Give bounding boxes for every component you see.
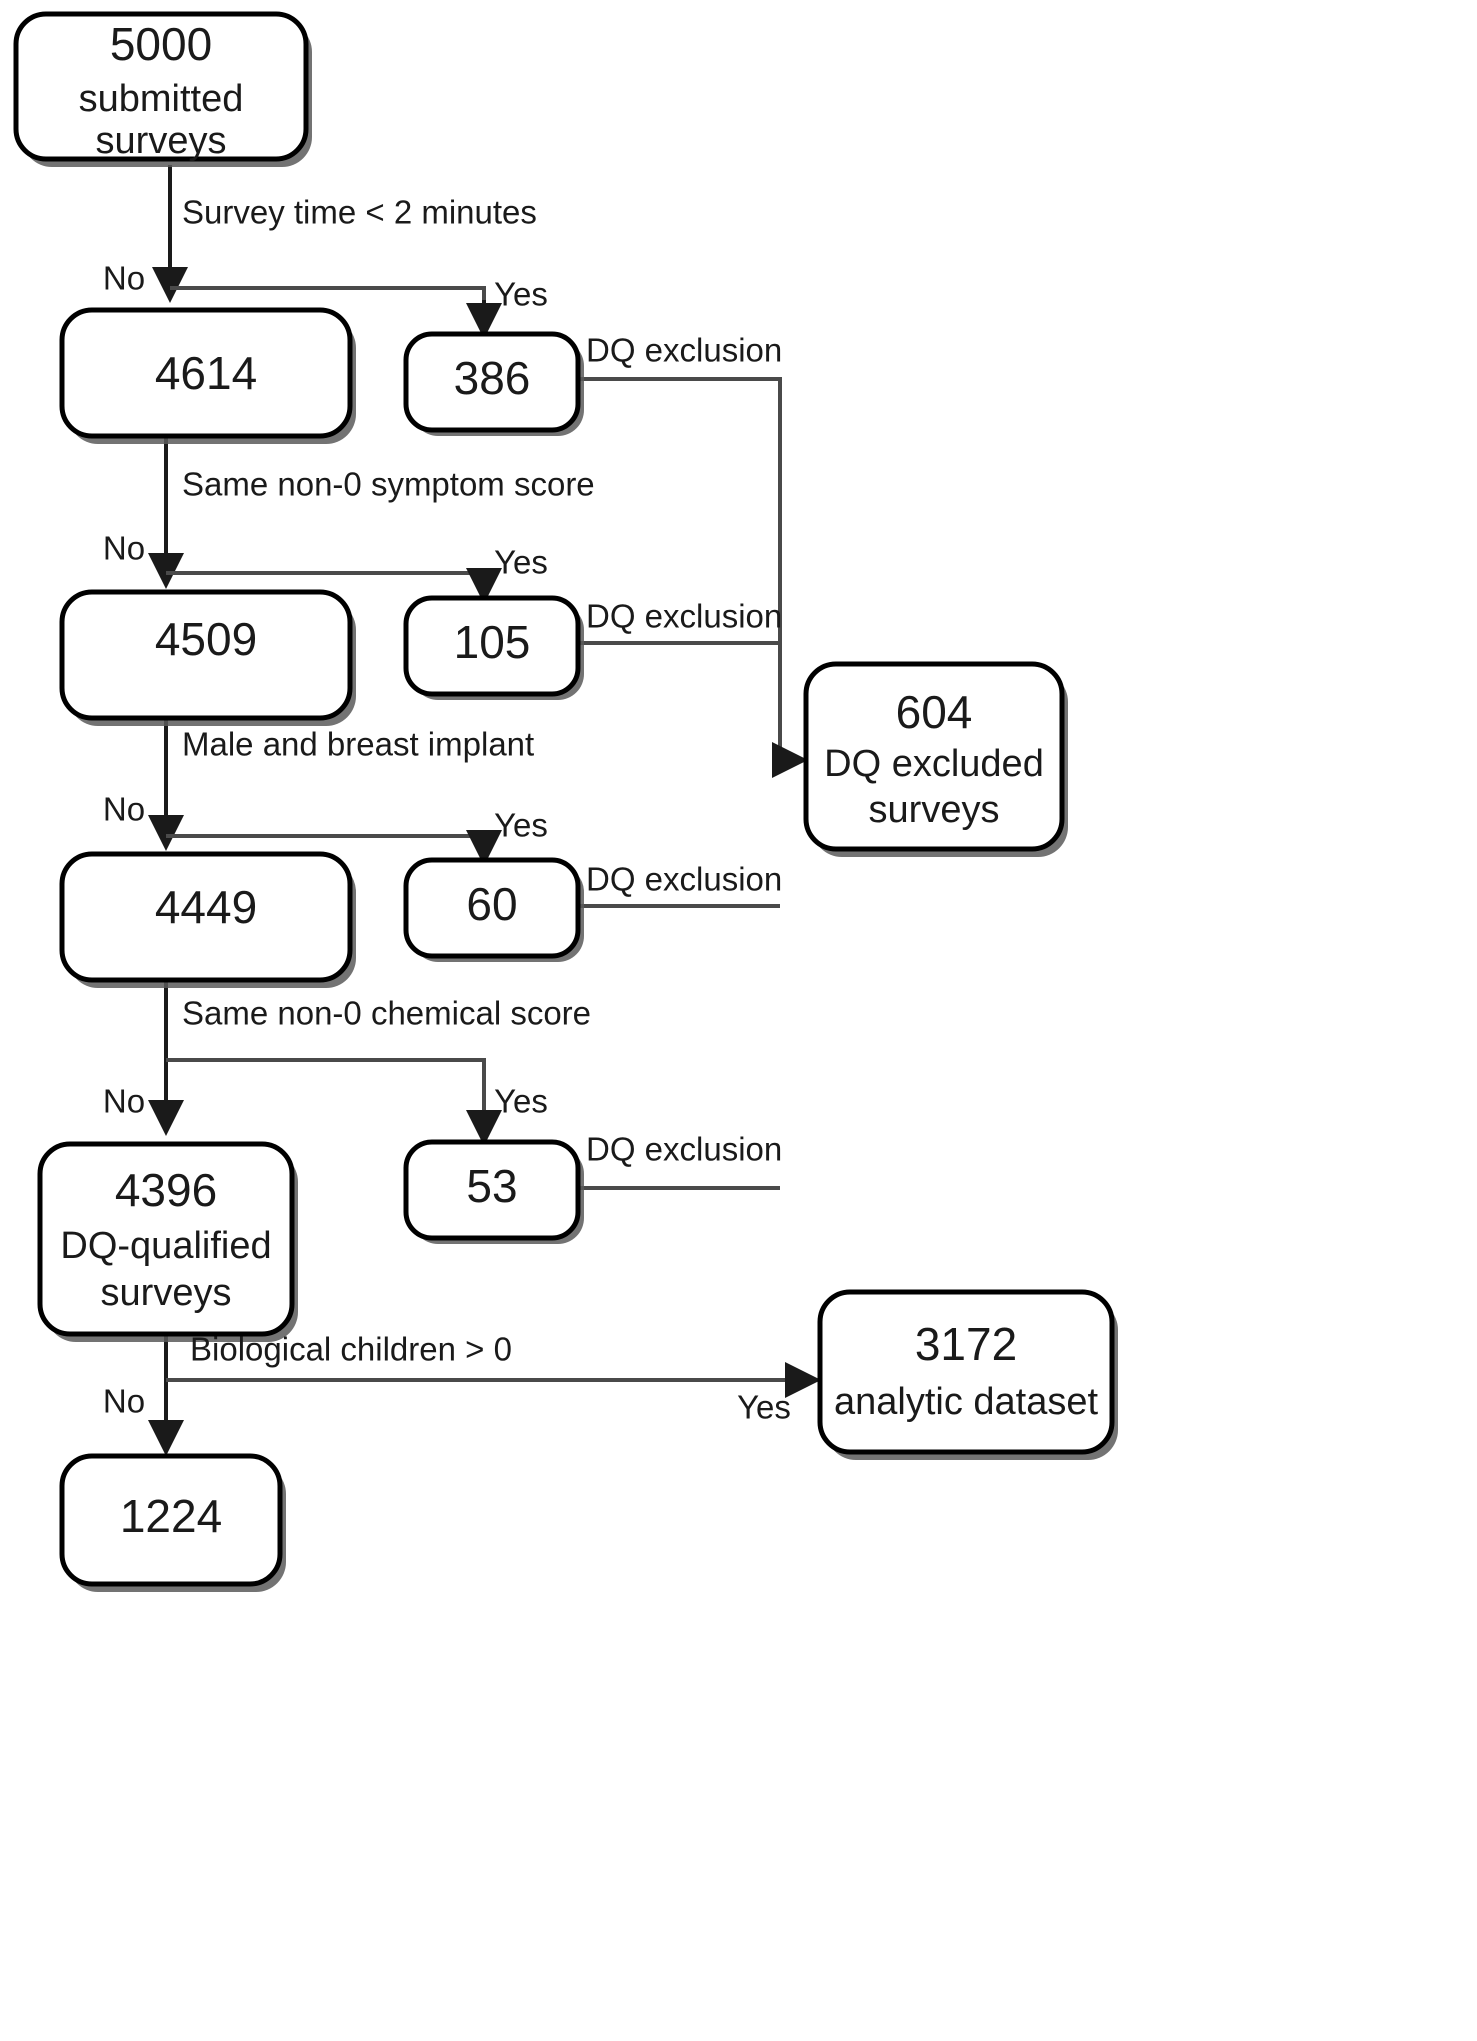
node-3172-number: 3172 [915,1318,1017,1370]
decision-3-yes-label: Yes [494,807,548,844]
decision-5-no-label: No [103,1383,145,1420]
node-1224-number: 1224 [120,1490,222,1542]
node-53-number: 53 [466,1160,517,1212]
decision-1-no-label: No [103,260,145,297]
exclusion-label-1: DQ exclusion [586,332,782,369]
edge-exclusion-1 [568,377,782,760]
decision-4-yes-label: Yes [494,1083,548,1120]
node-5000-line2: submitted [79,78,244,120]
decision-2-yes-label: Yes [494,544,548,581]
node-105-number: 105 [454,616,531,668]
decision-3-no-label: No [103,791,145,828]
node-60-number: 60 [466,878,517,930]
exclusion-label-2: DQ exclusion [586,598,782,635]
node-5000[interactable]: 5000 submitted surveys [13,11,312,167]
exclusion-label-3: DQ exclusion [586,861,782,898]
node-1224[interactable]: 1224 [59,1453,286,1592]
edge-decision-2 [148,438,502,604]
decision-1-condition: Survey time < 2 minutes [182,194,537,231]
node-386-number: 386 [454,352,531,404]
decision-4-no-label: No [103,1083,145,1120]
node-604-line3: surveys [869,789,1000,831]
node-4396[interactable]: 4396 DQ-qualified surveys [37,1141,298,1342]
decision-1-yes-label: Yes [494,276,548,313]
decision-5-condition: Biological children > 0 [190,1331,512,1368]
edge-decision-1 [152,165,502,339]
node-4614-number: 4614 [155,347,257,399]
node-4449-number: 4449 [155,881,257,933]
node-4396-line2: DQ-qualified [60,1225,271,1267]
node-60[interactable]: 60 [403,857,584,962]
node-4509-number: 4509 [155,613,257,665]
node-3172-line2: analytic dataset [834,1381,1098,1423]
node-5000-line3: surveys [96,120,227,162]
node-604-line2: DQ excluded [824,743,1044,785]
decision-5-yes-label: Yes [737,1389,791,1426]
node-4396-number: 4396 [115,1164,217,1216]
decision-2-condition: Same non-0 symptom score [182,466,595,503]
node-105[interactable]: 105 [403,595,584,700]
decision-2-no-label: No [103,530,145,567]
edge-decision-4 [148,960,502,1146]
node-604-number: 604 [896,686,973,738]
decision-4-condition: Same non-0 chemical score [182,995,591,1032]
decision-3-condition: Male and breast implant [182,726,534,763]
node-4449[interactable]: 4449 [59,851,356,988]
node-5000-number: 5000 [110,18,212,70]
exclusion-label-4: DQ exclusion [586,1131,782,1168]
node-53[interactable]: 53 [403,1139,584,1244]
node-4614[interactable]: 4614 [59,307,356,444]
node-4509[interactable]: 4509 [59,589,356,726]
node-3172[interactable]: 3172 analytic dataset [817,1289,1118,1460]
node-4396-line3: surveys [101,1272,232,1314]
node-604[interactable]: 604 DQ excluded surveys [803,661,1068,857]
node-386[interactable]: 386 [403,331,584,436]
